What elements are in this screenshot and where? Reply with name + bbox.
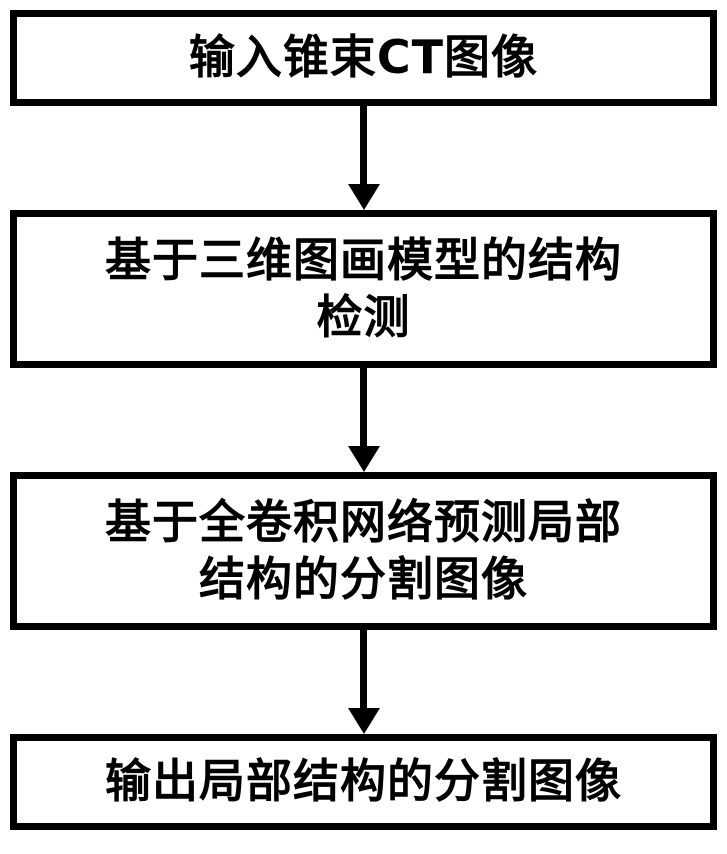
flow-node-output-segmentation: 输出局部结构的分割图像 [10, 734, 717, 830]
flow-node-fcn-segmentation-prediction: 基于全卷积网络预测局部 结构的分割图像 [10, 472, 717, 630]
flow-arrow-2 [10, 368, 717, 472]
flow-node-text: 基于全卷积网络预测局部 [105, 494, 622, 549]
flow-node-input-cbct: 输入锥束CT图像 [10, 10, 717, 106]
arrow-down-icon [347, 708, 380, 734]
flow-node-text: 基于三维图画模型的结构 [105, 232, 622, 287]
flow-node-text: 结构的分割图像 [199, 552, 528, 606]
flow-node-structure-detection: 基于三维图画模型的结构 检测 [10, 210, 717, 368]
arrow-stem [360, 630, 367, 708]
flow-arrow-3 [10, 630, 717, 734]
arrow-stem [360, 106, 367, 184]
flow-node-text: 输入锥束CT图像 [188, 30, 539, 85]
flow-node-text: 输出局部结构的分割图像 [105, 754, 622, 809]
arrow-down-icon [347, 184, 380, 210]
arrow-down-icon [347, 446, 380, 472]
flow-node-text: 检测 [316, 290, 411, 344]
arrow-stem [360, 368, 367, 446]
flow-arrow-1 [10, 106, 717, 210]
